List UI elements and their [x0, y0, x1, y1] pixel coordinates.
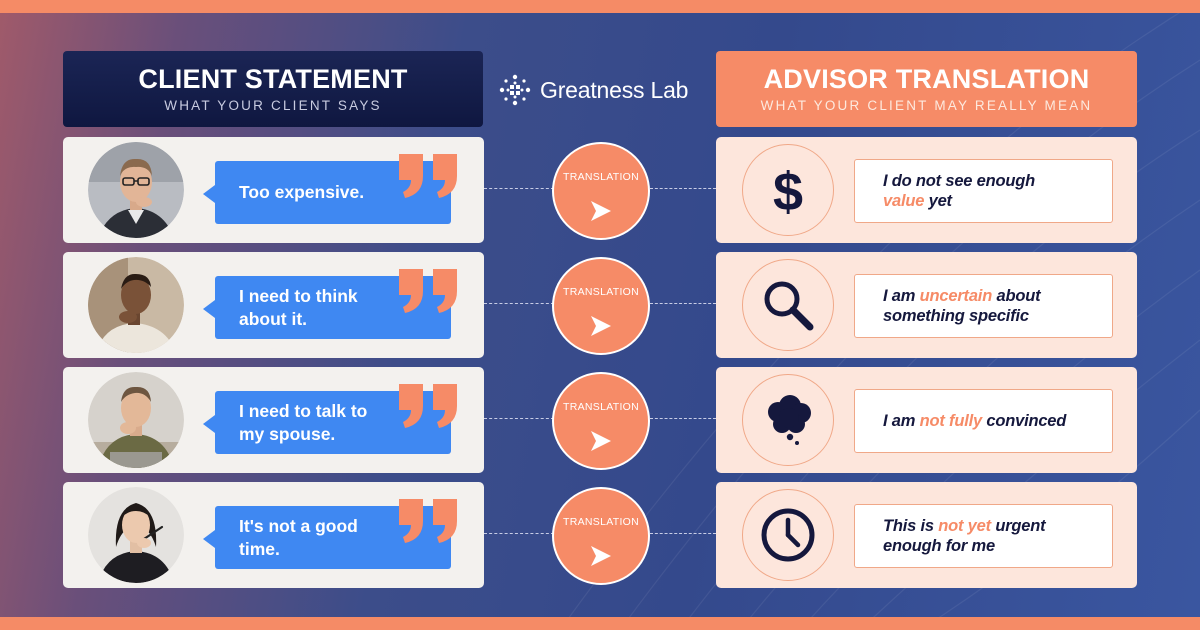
row-4: It's not a good time. TRANSLATION: [0, 482, 1200, 588]
translation-label: TRANSLATION: [562, 516, 640, 528]
brand-name: Greatness Lab: [540, 76, 689, 103]
client-statement-header: CLIENT STATEMENT WHAT YOUR CLIENT SAYS: [63, 51, 483, 127]
meaning-highlight: value: [883, 192, 925, 210]
arrow-right-icon: [591, 201, 611, 221]
meaning-text: I do not see enough value yet: [883, 172, 1036, 210]
quote-marks-icon: [399, 499, 457, 543]
meaning-box: I am not fully convinced: [854, 389, 1113, 453]
dashed-connector-right: [650, 418, 716, 419]
translation-badge: TRANSLATION: [552, 487, 650, 585]
statement-line-2: my spouse.: [239, 423, 336, 444]
top-accent-stripe: [0, 0, 1200, 13]
arrow-right-icon: [591, 546, 611, 566]
meaning-text: I am not fully convinced: [883, 412, 1067, 430]
dashed-connector-left: [484, 533, 554, 534]
client-avatar: [88, 487, 184, 583]
brand-logo: Greatness Lab: [496, 70, 688, 110]
client-statement-title: CLIENT STATEMENT: [138, 64, 408, 94]
translation-badge: TRANSLATION: [552, 257, 650, 355]
client-statement-text: I need to think about it.: [239, 285, 358, 331]
statement-line-1: I need to think: [239, 285, 358, 306]
arrow-right-icon: [591, 431, 611, 451]
quote-marks-icon: [399, 269, 457, 313]
translation-label: TRANSLATION: [562, 171, 640, 183]
meaning-box: This is not yet urgent enough for me: [854, 504, 1113, 568]
quote-marks-icon: [399, 154, 457, 198]
client-statement-bubble: It's not a good time.: [203, 506, 451, 569]
statement-line-1: Too expensive.: [239, 182, 365, 202]
translation-label: TRANSLATION: [562, 401, 640, 413]
dashed-connector-right: [650, 303, 716, 304]
meaning-highlight: not yet: [938, 517, 991, 535]
client-statement-text: It's not a good time.: [239, 515, 358, 561]
client-avatar: [88, 142, 184, 238]
meaning-icon-circle: [742, 489, 834, 581]
client-statement-card: I need to talk to my spouse.: [63, 367, 484, 473]
client-statement-subtitle: WHAT YOUR CLIENT SAYS: [164, 98, 382, 113]
meaning-text: This is not yet urgent enough for me: [883, 517, 1046, 555]
advisor-translation-title: ADVISOR TRANSLATION: [763, 64, 1090, 94]
row-2: I need to think about it. TRANSLATION: [0, 252, 1200, 358]
magnifying-glass-icon: [764, 281, 814, 331]
row-3: I need to talk to my spouse. TRANSLATION: [0, 367, 1200, 473]
translation-badge: TRANSLATION: [552, 142, 650, 240]
meaning-highlight: uncertain: [919, 287, 993, 305]
dashed-connector-right: [650, 533, 716, 534]
meaning-highlight: not fully: [919, 412, 983, 430]
svg-text:$: $: [773, 162, 803, 218]
statement-line-1: It's not a good: [239, 515, 358, 536]
advisor-translation-card: This is not yet urgent enough for me: [716, 482, 1137, 588]
client-statement-text: Too expensive.: [239, 181, 364, 204]
row-1: Too expensive. TRANSLATION $ I do not se…: [0, 137, 1200, 243]
meaning-text: I am uncertain about something specific: [883, 287, 1041, 325]
client-statement-card: It's not a good time.: [63, 482, 484, 588]
bubble-tail: [203, 415, 215, 433]
translation-label: TRANSLATION: [562, 286, 640, 298]
client-avatar: [88, 257, 184, 353]
dashed-connector-left: [484, 303, 554, 304]
bubble-tail: [203, 185, 215, 203]
statement-line-2: about it.: [239, 308, 308, 329]
bubble-tail: [203, 530, 215, 548]
thought-cloud-icon: [768, 395, 811, 445]
translation-badge: TRANSLATION: [552, 372, 650, 470]
advisor-translation-subtitle: WHAT YOUR CLIENT MAY REALLY MEAN: [760, 98, 1093, 113]
clock-icon: [761, 508, 815, 562]
quote-marks-icon: [399, 384, 457, 428]
meaning-box: I do not see enough value yet: [854, 159, 1113, 223]
meaning-icon-circle: $: [742, 144, 834, 236]
advisor-translation-header: ADVISOR TRANSLATION WHAT YOUR CLIENT MAY…: [716, 51, 1137, 127]
advisor-translation-card: I am uncertain about something specific: [716, 252, 1137, 358]
greatness-lab-logo-icon: [499, 74, 531, 106]
client-statement-text: I need to talk to my spouse.: [239, 400, 367, 446]
bottom-accent-stripe: [0, 617, 1200, 630]
arrow-right-icon: [591, 316, 611, 336]
dashed-connector-right: [650, 188, 716, 189]
bubble-tail: [203, 300, 215, 318]
client-statement-card: I need to think about it.: [63, 252, 484, 358]
advisor-translation-card: I am not fully convinced: [716, 367, 1137, 473]
advisor-translation-card: $ I do not see enough value yet: [716, 137, 1137, 243]
statement-line-2: time.: [239, 538, 280, 559]
meaning-icon-circle: [742, 259, 834, 351]
client-avatar: [88, 372, 184, 468]
statement-line-1: I need to talk to: [239, 400, 368, 421]
dashed-connector-left: [484, 418, 554, 419]
client-statement-bubble: Too expensive.: [203, 161, 451, 224]
meaning-box: I am uncertain about something specific: [854, 274, 1113, 338]
meaning-icon-circle: [742, 374, 834, 466]
client-statement-card: Too expensive.: [63, 137, 484, 243]
dollar-sign-icon: $: [773, 162, 803, 218]
dashed-connector-left: [484, 188, 554, 189]
